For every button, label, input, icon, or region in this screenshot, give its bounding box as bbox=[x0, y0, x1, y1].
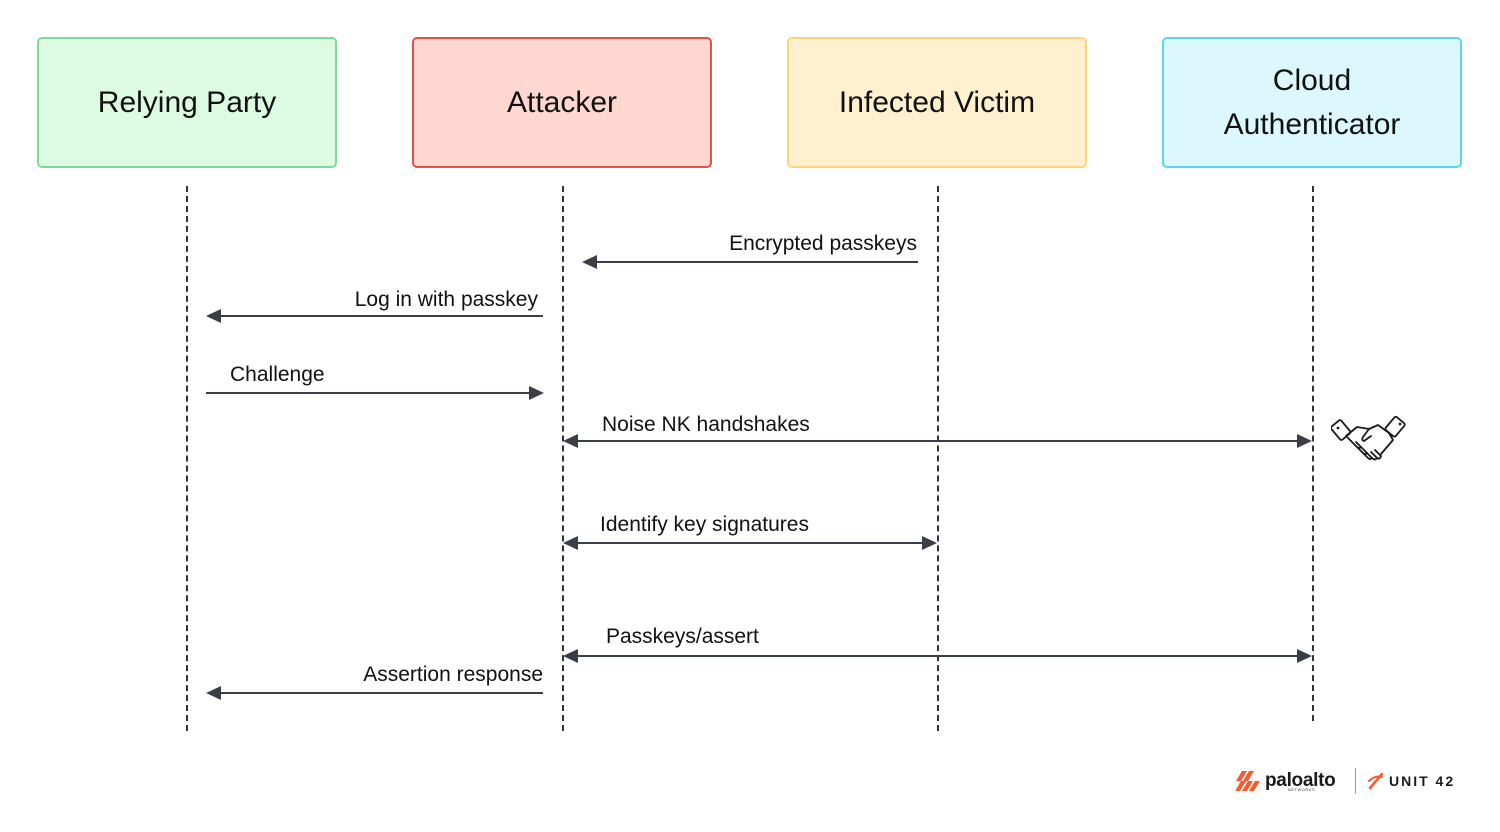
arrowhead bbox=[563, 536, 578, 550]
arrowhead bbox=[206, 309, 221, 323]
unit42-logo: UNIT 42 bbox=[1366, 766, 1455, 796]
paloalto-wordmark: paloalto bbox=[1265, 770, 1336, 791]
unit42-mark-icon bbox=[1368, 772, 1384, 790]
arrowhead bbox=[206, 686, 221, 700]
actor-label: Cloud Authenticator bbox=[1223, 63, 1401, 141]
message-label-passkeys-assert: Passkeys/assert bbox=[606, 625, 759, 648]
lifeline-cloud-authenticator bbox=[1312, 186, 1314, 721]
message-label-noise-nk-handshakes: Noise NK handshakes bbox=[602, 413, 810, 436]
paloalto-logo: paloalto NETWORKS bbox=[1236, 766, 1348, 796]
logo-divider bbox=[1355, 768, 1356, 794]
actor-label: Infected Victim bbox=[838, 85, 1036, 119]
arrowhead bbox=[582, 255, 597, 269]
message-label-encrypted-passkeys: Encrypted passkeys bbox=[729, 232, 917, 255]
message-label-log-in-with-passkey: Log in with passkey bbox=[354, 288, 538, 311]
actor-attacker: Attacker bbox=[412, 37, 712, 168]
actor-infected-victim: Infected Victim bbox=[787, 37, 1087, 168]
arrowhead bbox=[922, 536, 937, 550]
handshake-icon bbox=[1331, 415, 1406, 461]
lifeline-relying-party bbox=[186, 186, 188, 731]
arrowhead bbox=[1297, 434, 1312, 448]
message-label-assertion-response: Assertion response bbox=[363, 663, 543, 686]
actor-cloud-authenticator: Cloud Authenticator bbox=[1162, 37, 1462, 168]
message-label-identify-key-signatures: Identify key signatures bbox=[600, 513, 809, 536]
message-label-challenge: Challenge bbox=[230, 363, 325, 386]
actor-relying-party: Relying Party bbox=[37, 37, 337, 168]
arrowhead bbox=[563, 649, 578, 663]
paloalto-mark-icon bbox=[1236, 771, 1260, 791]
unit42-wordmark: UNIT 42 bbox=[1389, 773, 1456, 789]
lifeline-attacker bbox=[562, 186, 564, 731]
arrowhead bbox=[529, 386, 544, 400]
lifeline-infected-victim bbox=[937, 186, 939, 731]
arrowhead bbox=[563, 434, 578, 448]
actor-label: Attacker bbox=[506, 85, 618, 119]
actor-label: Relying Party bbox=[97, 85, 277, 119]
paloalto-subtext: NETWORKS bbox=[1288, 787, 1316, 792]
arrowhead bbox=[1297, 649, 1312, 663]
